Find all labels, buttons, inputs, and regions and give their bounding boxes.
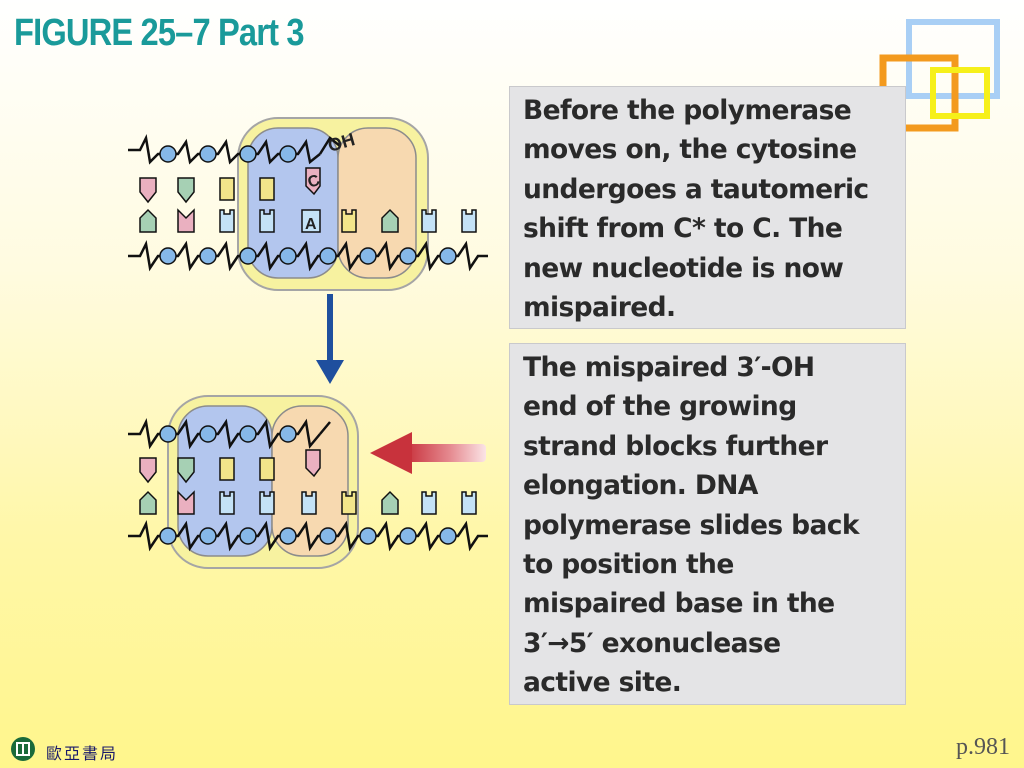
caption-line: active site. [523,667,682,699]
caption-line: elongation. DNA [523,470,758,502]
caption-line: polymerase slides back [523,509,860,541]
caption-line: 3′→5′ exonuclease [523,627,781,659]
caption-line: Before the polymerase [523,95,852,126]
bases-bottom-1 [139,208,477,233]
phosphates-bottom-2 [159,527,457,545]
caption-line: mispaired base in the [523,588,835,620]
caption-line: end of the growing [523,391,797,423]
caption-line: The mispaired 3′-OH [523,352,815,383]
phosphates-top-1 [159,145,297,163]
decorative-squares-icon [879,19,1000,132]
caption-line: mispaired. [523,292,676,324]
dna-strand-bottom-2 [128,520,488,552]
caption-line: moves on, the cytosine [523,134,857,166]
left-arrow-icon [370,432,486,474]
caption-line: strand blocks further [523,430,828,462]
polymerase-complex-2 [167,395,359,569]
bases-bottom-2 [139,490,477,515]
a-label: A [305,216,317,233]
caption-line: shift from C* to C. The [523,213,843,245]
dna-strand-bottom-1 [128,240,488,272]
page-number: p.981 [956,734,1010,760]
caption-line: to position the [523,549,734,581]
phosphates-bottom-1 [159,247,457,265]
caption-line: new nucleotide is now [523,252,844,284]
down-arrow-icon [316,294,344,384]
caption-panel-1: Before the polymerase moves on, the cyto… [509,86,906,329]
bases-top-2 [139,449,321,484]
bases-top-1 [139,167,321,204]
page-title: FIGURE 25–7 Part 3 [14,12,305,54]
polymerase-proofreading-diagram: OH C A [128,117,488,569]
publisher-name: 歐亞書局 [46,744,119,763]
phosphates-top-2 [159,425,297,443]
caption-panel-2: The mispaired 3′-OH end of the growing s… [509,343,906,705]
publisher-logo-icon [11,737,35,761]
caption-line: undergoes a tautomeric [523,173,869,205]
